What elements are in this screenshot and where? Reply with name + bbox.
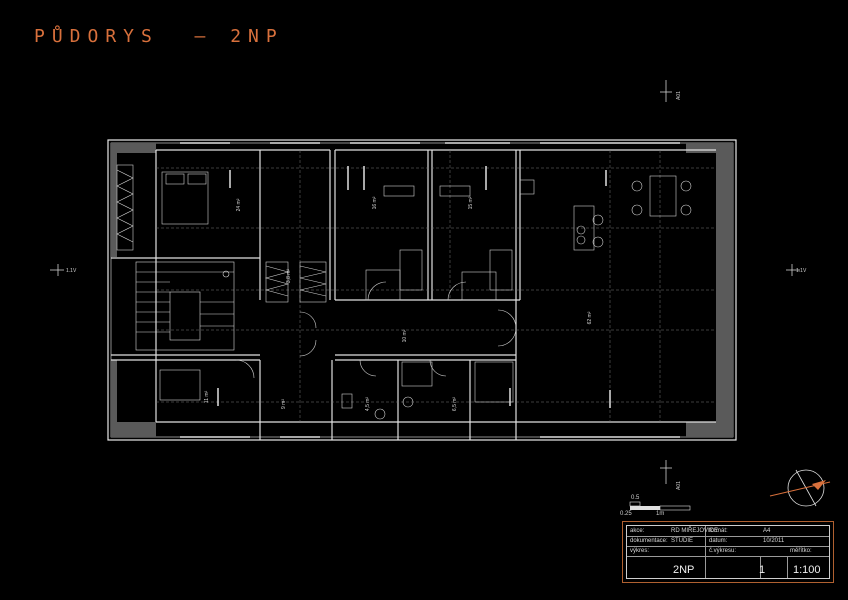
- room-area-label: 16 m²: [372, 196, 378, 209]
- cislo-value: 1: [759, 564, 766, 576]
- room-area-label: 24 m²: [236, 198, 242, 211]
- vykres-value: 2NP: [673, 564, 695, 576]
- room-labels: 24 m² 16 m² 15 m² 3,8 m² 10 m² 62 m² 11 m² 9 m²…: [204, 196, 593, 411]
- section-mark-a-top: A01: [676, 91, 682, 100]
- furniture: [159, 171, 692, 420]
- vykres-label: výkres:: [630, 548, 650, 554]
- dokumentace-value: STUDIE: [671, 538, 694, 544]
- section-mark-b-right: 1.1V: [796, 268, 807, 274]
- room-area-label: 6,5 m²: [452, 397, 458, 412]
- scale-bar: [629, 501, 691, 511]
- meritko-value: 1:100: [793, 564, 821, 576]
- akce-label: akce:: [630, 528, 645, 534]
- datum-value: 10/2011: [763, 538, 785, 544]
- drawing-title: PŮDORYS – 2NP: [34, 26, 284, 47]
- meritko-label: měřítko:: [790, 548, 812, 554]
- section-mark-b-left: 1.1V: [66, 268, 77, 274]
- room-area-label: 4,5 m²: [365, 397, 371, 412]
- title-block-frame: akce: RD MIŘEJOVICE formát: A4 dokumenta…: [626, 525, 830, 579]
- section-mark-a-bottom: A01: [676, 481, 682, 490]
- window-marks: [180, 142, 680, 438]
- corner-masses: [111, 143, 733, 437]
- datum-label: datum:: [709, 538, 728, 544]
- format-label: formát:: [709, 528, 728, 534]
- room-area-label: 10 m²: [402, 329, 408, 342]
- section-marks: [50, 80, 800, 484]
- wall-stubs: [217, 166, 611, 408]
- scale-bar-right-label: 1m: [656, 511, 665, 517]
- staircase: [135, 261, 235, 351]
- room-area-label: 62 m²: [587, 311, 593, 324]
- room-area-label: 15 m²: [468, 196, 474, 209]
- room-area-label: 3,8 m²: [286, 269, 292, 284]
- scale-bar-top-label: 0.5: [631, 495, 640, 501]
- interior-walls: [111, 149, 716, 440]
- room-area-label: 9 m²: [281, 399, 287, 409]
- cislo-label: č.výkresu:: [709, 548, 737, 554]
- north-arrow-icon: [769, 469, 831, 507]
- door-swings: [235, 281, 517, 379]
- grid-lines: [156, 150, 716, 422]
- title-block: akce: RD MIŘEJOVICE formát: A4 dokumenta…: [622, 521, 834, 583]
- format-value: A4: [763, 528, 771, 534]
- wardrobe: [116, 164, 327, 303]
- dokumentace-label: dokumentace:: [630, 538, 668, 544]
- scale-bar-left-label: 0.25: [620, 511, 632, 517]
- room-area-label: 11 m²: [204, 390, 210, 403]
- akce-value: RD MIŘEJOVICE: [671, 528, 719, 534]
